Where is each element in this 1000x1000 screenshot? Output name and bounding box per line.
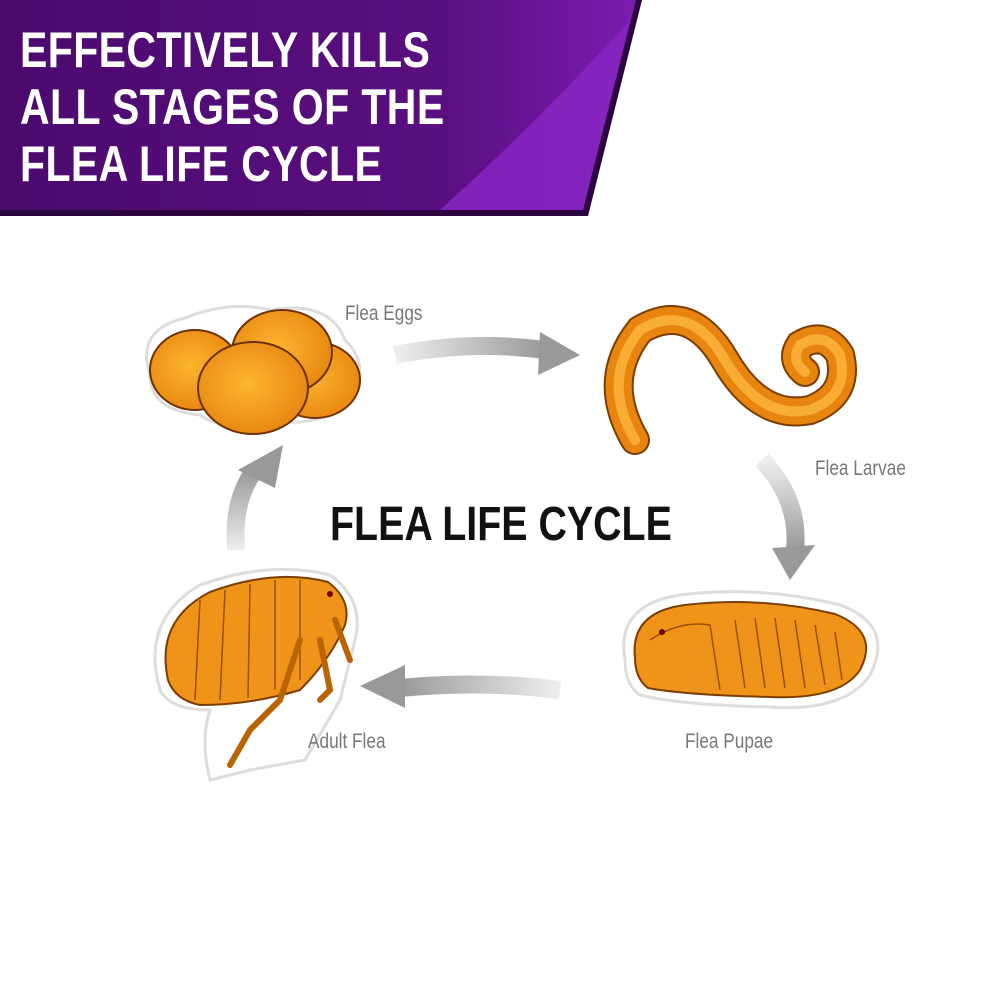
headline-line-3: FLEA LIFE CYCLE — [20, 136, 383, 192]
headline-line-2: ALL STAGES OF THE — [20, 79, 445, 135]
label-flea-larvae: Flea Larvae — [815, 457, 906, 480]
headline: EFFECTIVELY KILLS ALL STAGES OF THE FLEA… — [20, 22, 445, 193]
headline-line-1: EFFECTIVELY KILLS — [20, 22, 431, 78]
label-flea-eggs: Flea Eggs — [345, 302, 423, 325]
arrow-larvae-to-pupae — [755, 453, 815, 580]
arrow-eggs-to-larvae — [393, 332, 580, 375]
flea-pupa-icon — [622, 590, 880, 710]
arrow-adult-to-eggs — [226, 445, 283, 551]
flea-eggs-icon — [145, 304, 362, 435]
diagram-title: FLEA LIFE CYCLE — [330, 498, 672, 551]
header-banner — [0, 0, 642, 216]
label-flea-pupae: Flea Pupae — [685, 730, 774, 753]
adult-flea-icon — [153, 567, 359, 782]
arrow-pupae-to-adult — [360, 665, 562, 708]
flea-larva-icon — [595, 297, 865, 463]
label-adult-flea: Adult Flea — [308, 730, 386, 753]
